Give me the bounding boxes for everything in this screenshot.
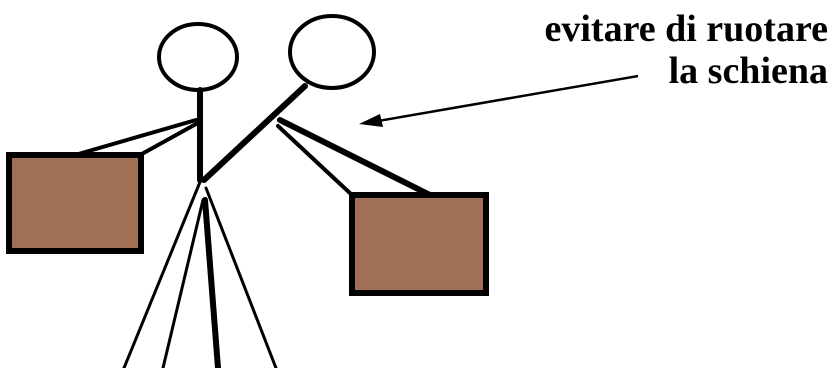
figure-left (73, 22, 278, 368)
box-left (6, 152, 144, 254)
annotation-line-2: la schiena (668, 50, 828, 92)
figure-right-head (288, 14, 376, 90)
annotation-line-1: evitare di ruotare (544, 8, 828, 50)
pointer-arrow-shaft (377, 74, 639, 123)
figure-left-leg-4 (204, 186, 278, 368)
figure-left-arm-inner (138, 122, 198, 157)
figure-left-leg-1 (122, 180, 202, 368)
pointer-arrow (359, 74, 639, 127)
figure-right-arm-outer (277, 117, 433, 198)
box-right (349, 192, 489, 296)
figure-right-arm-inner (276, 124, 354, 197)
figure-right-spine (201, 83, 308, 183)
figure-left-leg-2 (161, 198, 205, 368)
figure-left-leg-3 (202, 197, 221, 368)
pointer-arrow-head (359, 114, 383, 127)
figure-left-head (157, 22, 239, 92)
figure-right (201, 14, 433, 198)
figure-left-arm-outer (73, 118, 198, 157)
